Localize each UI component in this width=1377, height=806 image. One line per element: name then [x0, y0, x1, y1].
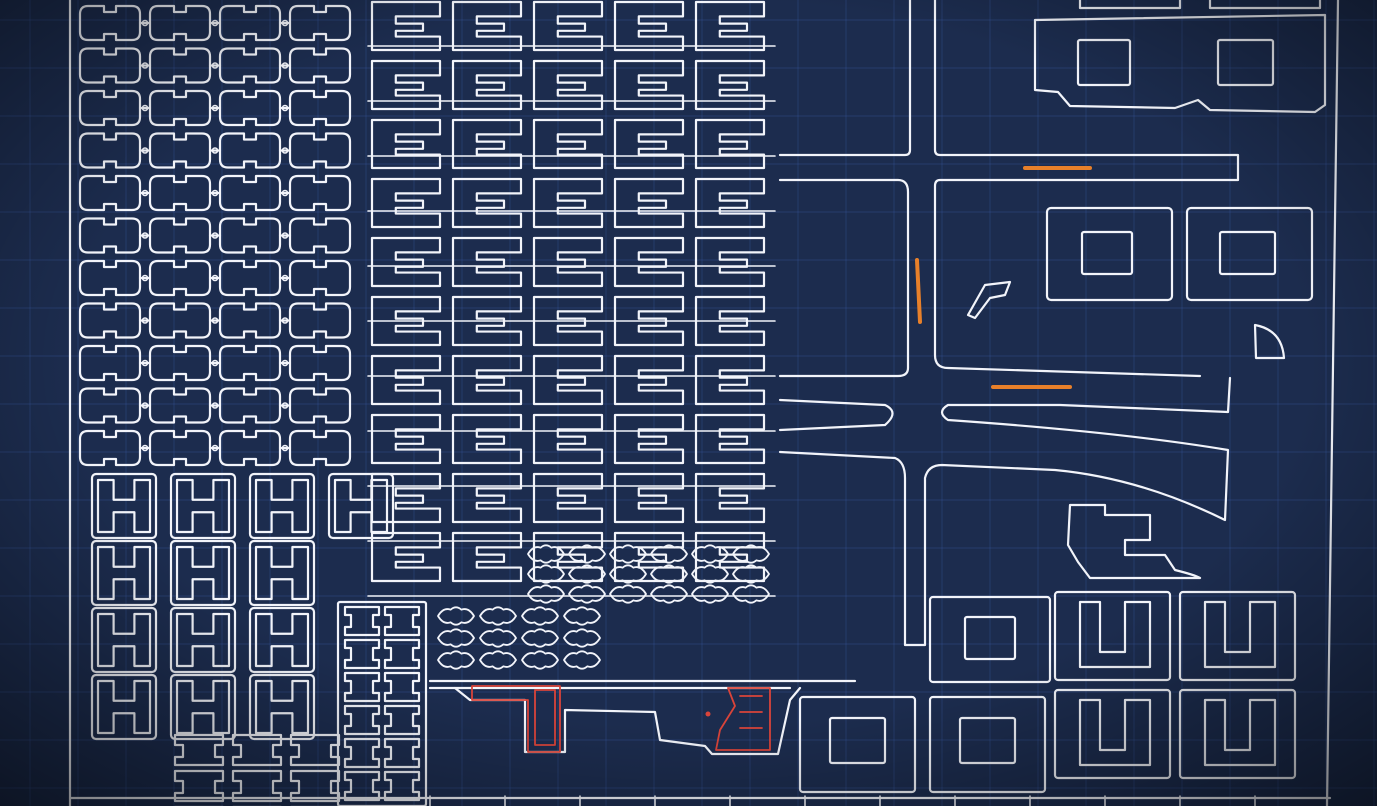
screen-vignette: [0, 0, 1377, 806]
cad-drawing[interactable]: [0, 0, 1377, 806]
cad-canvas[interactable]: [0, 0, 1377, 806]
